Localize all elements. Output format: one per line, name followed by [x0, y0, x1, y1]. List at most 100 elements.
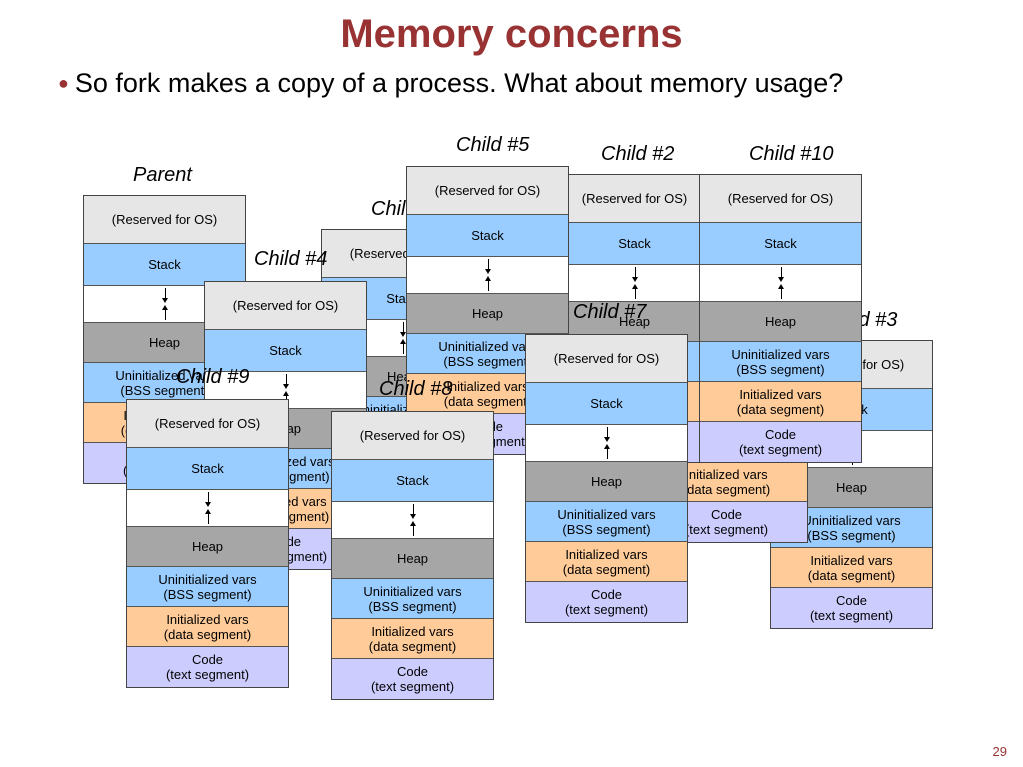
heap-segment: Heap	[700, 302, 861, 342]
bss-segment-label: Uninitialized vars	[557, 506, 656, 522]
data-segment-label: (data segment)	[807, 567, 896, 583]
bss-segment: Uninitialized vars(BSS segment)	[700, 342, 861, 382]
stack-growth-arrow-icon	[484, 259, 491, 274]
heap-growth-arrow-icon	[484, 276, 491, 291]
bss-segment-label: Uninitialized vars	[363, 583, 462, 599]
stack-segment-label: Stack	[764, 236, 797, 251]
free-space-gap	[554, 265, 715, 302]
stack-segment-label: Stack	[471, 228, 504, 243]
reserved-os-segment: (Reserved for OS)	[700, 175, 861, 223]
heap-growth-arrow-icon	[631, 284, 638, 299]
stack-segment-label: Stack	[148, 257, 181, 272]
process-label-child-4: Child #4	[254, 248, 328, 270]
reserved-os-segment-label: (Reserved for OS)	[434, 183, 541, 198]
data-segment-label: (data segment)	[682, 481, 771, 497]
reserved-os-segment: (Reserved for OS)	[84, 196, 245, 244]
heap-segment: Heap	[526, 462, 687, 502]
reserved-os-segment: (Reserved for OS)	[205, 282, 366, 330]
heap-segment: Heap	[332, 539, 493, 579]
code-segment-label: Code	[835, 593, 868, 608]
heap-segment-label: Heap	[764, 314, 797, 329]
stack-segment-label: Stack	[191, 461, 224, 476]
code-segment-label: Code	[710, 507, 743, 522]
data-segment-label: Initialized vars	[685, 466, 768, 482]
bss-segment: Uninitialized vars(BSS segment)	[526, 502, 687, 542]
process-label-child-5: Child #5	[456, 134, 530, 156]
data-segment-label: Initialized vars	[446, 378, 529, 394]
reserved-os-segment-label: (Reserved for OS)	[727, 191, 834, 206]
stack-segment: Stack	[205, 330, 366, 372]
stack-segment-label: Stack	[269, 343, 302, 358]
data-segment: Initialized vars(data segment)	[526, 542, 687, 582]
code-segment-label: Code	[396, 664, 429, 679]
stack-segment-label: Stack	[618, 236, 651, 251]
code-segment-label: (text segment)	[370, 679, 455, 694]
stack-segment: Stack	[332, 460, 493, 502]
code-segment-label: (text segment)	[564, 602, 649, 617]
stack-growth-arrow-icon	[603, 427, 610, 442]
data-segment: Initialized vars(data segment)	[771, 548, 932, 588]
stack-segment: Stack	[700, 223, 861, 265]
code-segment-label: Code	[764, 427, 797, 442]
bullet-text: So fork makes a copy of a process. What …	[74, 68, 844, 98]
reserved-os-segment: (Reserved for OS)	[554, 175, 715, 223]
reserved-os-segment-label: (Reserved for OS)	[359, 428, 466, 443]
bss-segment-label: (BSS segment)	[120, 382, 209, 398]
free-space-gap	[526, 425, 687, 462]
code-segment-label: (text segment)	[684, 522, 769, 537]
data-segment: Initialized vars(data segment)	[700, 382, 861, 422]
data-segment: Initialized vars(data segment)	[332, 619, 493, 659]
stack-segment-label: Stack	[590, 396, 623, 411]
bss-segment-label: Uninitialized vars	[115, 367, 214, 383]
code-segment-label: Code	[590, 587, 623, 602]
reserved-os-segment: (Reserved for OS)	[407, 167, 568, 215]
code-segment: Code(text segment)	[127, 647, 288, 687]
stack-growth-arrow-icon	[631, 267, 638, 282]
data-segment-label: (data segment)	[368, 638, 457, 654]
bss-segment-label: Uninitialized vars	[731, 346, 830, 362]
bss-segment: Uninitialized vars(BSS segment)	[127, 567, 288, 607]
bss-segment: Uninitialized vars(BSS segment)	[332, 579, 493, 619]
data-segment-label: Initialized vars	[166, 611, 249, 627]
bss-segment-label: Uninitialized vars	[438, 338, 537, 354]
data-segment-label: (data segment)	[443, 393, 532, 409]
reserved-os-segment-label: (Reserved for OS)	[553, 351, 660, 366]
code-segment: Code(text segment)	[526, 582, 687, 622]
stack-growth-arrow-icon	[409, 504, 416, 519]
process-label-child-7: Child #7	[573, 301, 647, 323]
bss-segment-label: (BSS segment)	[562, 521, 651, 537]
bss-segment-label: Uninitialized vars	[158, 571, 257, 587]
data-segment-label: (data segment)	[562, 561, 651, 577]
reserved-os-segment-label: (Reserved for OS)	[581, 191, 688, 206]
heap-growth-arrow-icon	[777, 284, 784, 299]
slide-title: Memory concerns	[340, 12, 683, 56]
bullet-dot-icon: ●	[58, 73, 69, 93]
heap-growth-arrow-icon	[161, 305, 168, 320]
data-segment-label: Initialized vars	[565, 546, 648, 562]
data-segment-label: (data segment)	[736, 401, 825, 417]
code-segment-label: Code	[191, 652, 224, 667]
heap-growth-arrow-icon	[204, 509, 211, 524]
stack-growth-arrow-icon	[204, 492, 211, 507]
stack-growth-arrow-icon	[399, 322, 406, 337]
heap-segment-label: Heap	[618, 314, 651, 329]
data-segment: Initialized vars(data segment)	[127, 607, 288, 647]
free-space-gap	[407, 257, 568, 294]
heap-growth-arrow-icon	[399, 339, 406, 354]
stack-growth-arrow-icon	[161, 288, 168, 303]
heap-segment-label: Heap	[471, 306, 504, 321]
reserved-os-segment-label: (Reserved for OS)	[154, 416, 261, 431]
heap-segment-label: Heap	[191, 539, 224, 554]
heap-segment-label: Heap	[148, 335, 181, 350]
reserved-os-segment: (Reserved for OS)	[332, 412, 493, 460]
process-label-child-10: Child #10	[749, 143, 834, 165]
process-label-child-2: Child #2	[601, 143, 675, 165]
bss-segment-label: (BSS segment)	[443, 353, 532, 369]
stack-segment: Stack	[127, 448, 288, 490]
data-segment-label: Initialized vars	[371, 623, 454, 639]
heap-segment-label: Heap	[835, 480, 868, 495]
free-space-gap	[700, 265, 861, 302]
code-segment-label: (text segment)	[738, 442, 823, 457]
reserved-os-segment-label: (Reserved for OS)	[232, 298, 339, 313]
